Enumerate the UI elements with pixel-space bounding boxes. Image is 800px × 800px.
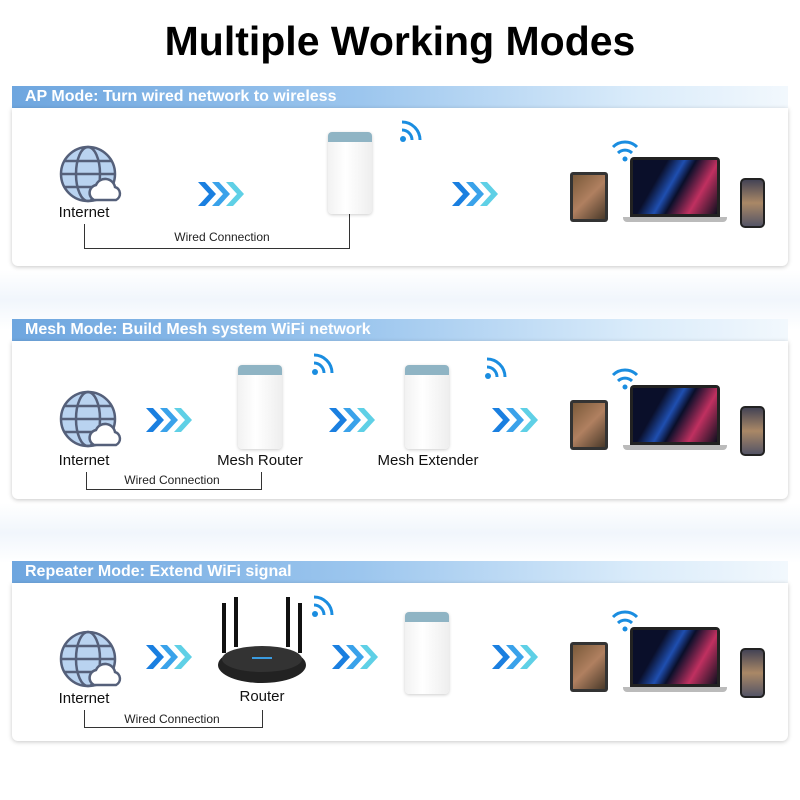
separator xyxy=(0,503,800,563)
page-title: Multiple Working Modes xyxy=(164,18,636,64)
tablet-icon xyxy=(570,642,608,692)
internet-globe-icon xyxy=(58,144,122,213)
mesh-router-label: Mesh Router xyxy=(217,452,303,469)
wifi-icon xyxy=(483,355,509,386)
internet-globe-icon xyxy=(58,389,122,458)
phone-icon xyxy=(740,178,765,228)
mesh-router-device xyxy=(238,365,282,449)
wired-connection-label: Wired Connection xyxy=(124,712,220,726)
wifi-icon xyxy=(611,610,639,637)
arrows-icon xyxy=(330,643,380,676)
wired-connection-label: Wired Connection xyxy=(174,230,270,244)
arrows-icon xyxy=(196,180,246,213)
laptop-base xyxy=(623,687,727,692)
ap-device xyxy=(328,132,372,214)
wifi-icon xyxy=(310,351,336,382)
tablet-icon xyxy=(570,172,608,222)
repeater-mode-panel: Internet Wired Connection Router xyxy=(12,583,788,741)
mesh-extender-label: Mesh Extender xyxy=(377,452,479,469)
arrows-icon xyxy=(144,643,194,676)
internet-label: Internet xyxy=(58,452,110,469)
mesh-extender-device xyxy=(405,365,449,449)
wifi-icon xyxy=(398,118,424,149)
router-device xyxy=(214,597,310,694)
arrows-icon xyxy=(490,406,540,439)
arrows-icon xyxy=(144,406,194,439)
router-label: Router xyxy=(239,688,285,705)
ap-mode-panel: Internet Wired Connection xyxy=(12,108,788,266)
laptop-icon xyxy=(630,157,720,217)
laptop-icon xyxy=(630,627,720,687)
internet-globe-icon xyxy=(58,629,122,698)
arrows-icon xyxy=(327,406,377,439)
laptop-base xyxy=(623,217,727,222)
laptop-icon xyxy=(630,385,720,445)
wired-connection-label: Wired Connection xyxy=(124,473,220,487)
wifi-icon xyxy=(611,140,639,167)
laptop-base xyxy=(623,445,727,450)
wifi-icon xyxy=(611,368,639,395)
repeater-device xyxy=(405,612,449,694)
phone-icon xyxy=(740,406,765,456)
internet-label: Internet xyxy=(58,204,110,221)
internet-label: Internet xyxy=(58,690,110,707)
arrows-icon xyxy=(490,643,540,676)
repeater-mode-header: Repeater Mode: Extend WiFi signal xyxy=(12,561,788,583)
tablet-icon xyxy=(570,400,608,450)
ap-mode-header: AP Mode: Turn wired network to wireless xyxy=(12,86,788,108)
wifi-icon xyxy=(310,593,336,624)
arrows-icon xyxy=(450,180,500,213)
mesh-mode-panel: Internet Wired Connection Mesh Router Me… xyxy=(12,341,788,499)
mesh-mode-header: Mesh Mode: Build Mesh system WiFi networ… xyxy=(12,319,788,341)
phone-icon xyxy=(740,648,765,698)
